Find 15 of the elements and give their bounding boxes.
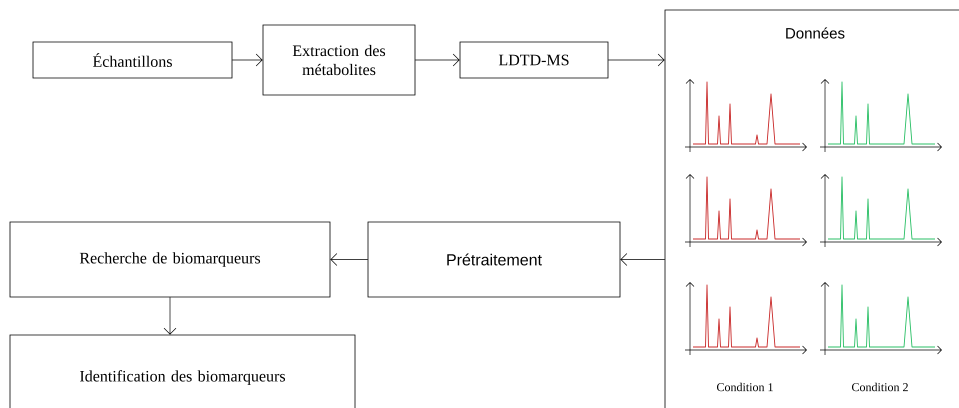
arrow bbox=[620, 253, 665, 266]
process-box: Recherche de biomarqueurs bbox=[10, 222, 330, 298]
arrow bbox=[232, 54, 263, 66]
column-label: Condition 1 bbox=[717, 382, 773, 392]
process-box: Extraction des métabolites bbox=[262, 24, 416, 96]
process-box: Prétraitement bbox=[368, 222, 620, 298]
process-box: Échantillons bbox=[32, 42, 232, 78]
panel-title: Données bbox=[786, 27, 844, 39]
column-label: Condition 2 bbox=[852, 382, 908, 392]
arrow bbox=[608, 54, 665, 66]
arrow bbox=[330, 253, 368, 266]
arrow bbox=[415, 54, 460, 66]
arrow bbox=[164, 297, 176, 335]
process-box: Identification des biomarqueurs bbox=[10, 334, 356, 408]
process-box: LDTD-MS bbox=[460, 42, 608, 78]
